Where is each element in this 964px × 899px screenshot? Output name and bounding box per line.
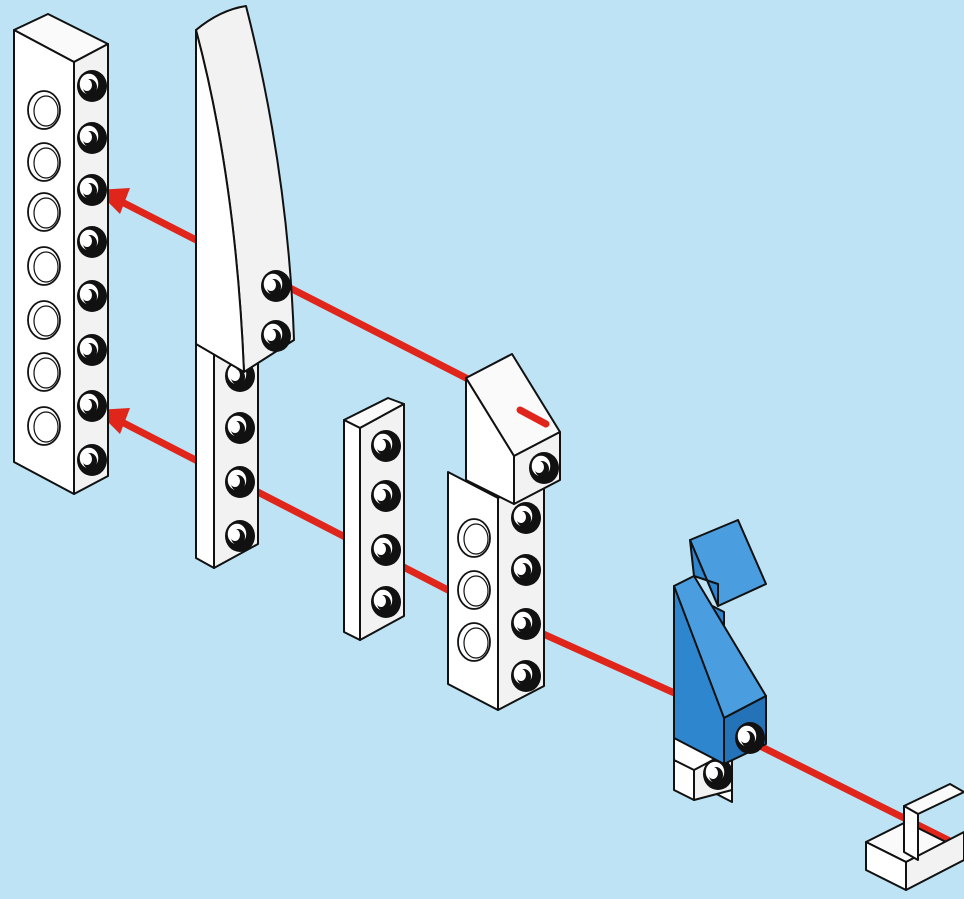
plate-1x4 <box>344 398 404 640</box>
arrow-wing-to-beam <box>118 200 470 380</box>
technic-brick-1x4 <box>448 472 544 710</box>
curved-slope-wing <box>196 6 294 372</box>
slope-brick-white <box>466 354 560 504</box>
slope-brick-blue <box>674 520 766 802</box>
technic-brick-holes <box>458 519 490 661</box>
arrow-technic-to-blue <box>530 628 690 700</box>
technic-beam-1x8 <box>14 14 108 494</box>
